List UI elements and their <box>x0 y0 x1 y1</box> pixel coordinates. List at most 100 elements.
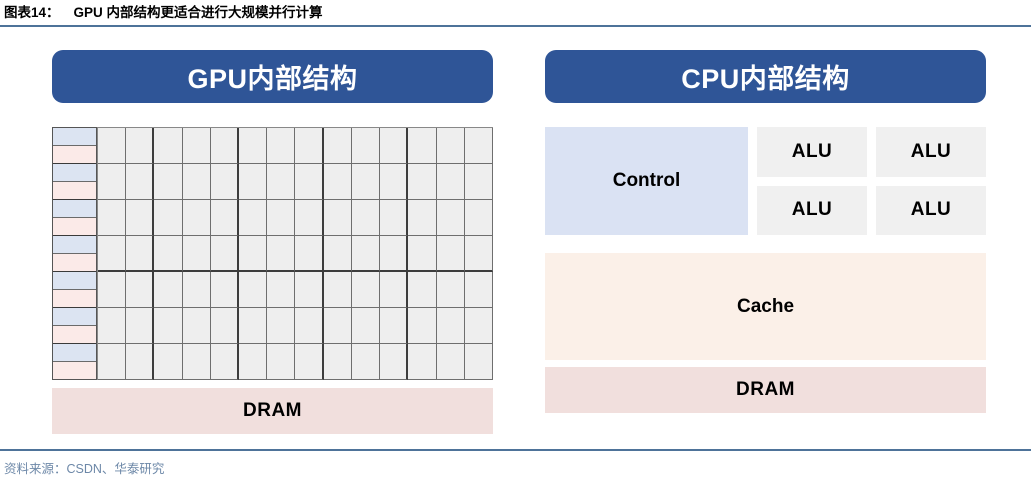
gpu-core-cell <box>210 272 240 308</box>
gpu-core-cell <box>295 164 324 200</box>
gpu-core-cell <box>464 272 493 308</box>
cpu-alu-block: ALU <box>757 127 867 177</box>
source-note: 资料来源：CSDN、华泰研究 <box>4 462 165 476</box>
gpu-stripe-group <box>53 164 96 200</box>
gpu-core-cell <box>210 236 240 272</box>
gpu-core-cell <box>154 236 183 272</box>
gpu-core-cell <box>295 200 324 236</box>
gpu-core-cell <box>126 164 155 200</box>
gpu-core-cell <box>464 128 493 164</box>
gpu-core-cell <box>323 200 352 236</box>
figure-number: 图表14： <box>4 5 60 20</box>
gpu-core-cell <box>351 236 381 272</box>
cpu-cache-block: Cache <box>545 253 986 360</box>
gpu-core-cell <box>154 128 183 164</box>
gpu-core-cell <box>239 344 268 380</box>
gpu-core-cell <box>239 200 268 236</box>
gpu-core-cell <box>380 164 409 200</box>
gpu-core-cell <box>267 344 296 380</box>
gpu-core-cell <box>408 272 437 308</box>
gpu-header-bar: GPU内部结构 <box>52 50 493 103</box>
gpu-core-cell <box>408 200 437 236</box>
gpu-core-cell <box>126 344 155 380</box>
gpu-stripe-blue <box>53 200 96 218</box>
gpu-stripe-group <box>53 236 96 272</box>
gpu-core-cell <box>436 200 465 236</box>
gpu-core-cell <box>295 128 324 164</box>
gpu-core-cell <box>210 308 240 344</box>
gpu-core-cell <box>98 272 127 308</box>
gpu-stripe-pink <box>53 218 96 235</box>
gpu-core-cell <box>295 308 324 344</box>
gpu-core-cell <box>154 164 183 200</box>
gpu-core-cell <box>464 308 493 344</box>
gpu-stripe-group <box>53 308 96 344</box>
gpu-core-cell <box>182 200 211 236</box>
gpu-core-cell <box>154 308 183 344</box>
gpu-core-cell <box>154 200 183 236</box>
gpu-core-cell <box>323 164 352 200</box>
gpu-core-cell <box>267 236 296 272</box>
gpu-stripe-blue <box>53 272 96 290</box>
gpu-stripe-pink <box>53 326 96 343</box>
gpu-panel: GPU内部结构 DRAM <box>52 50 493 434</box>
cpu-alu-block: ALU <box>876 127 986 177</box>
gpu-core-cell <box>210 128 240 164</box>
gpu-core-cell <box>408 236 437 272</box>
gpu-core-cell <box>267 164 296 200</box>
gpu-core-cell <box>351 308 381 344</box>
gpu-core-cell <box>408 128 437 164</box>
gpu-core-cell <box>154 344 183 380</box>
gpu-core-cell <box>380 128 409 164</box>
gpu-core-cell <box>239 236 268 272</box>
gpu-core-cell <box>380 308 409 344</box>
gpu-core-cell <box>351 128 381 164</box>
gpu-core-cell <box>380 272 409 308</box>
gpu-core-cell <box>98 236 127 272</box>
gpu-stripe-blue <box>53 128 96 146</box>
cpu-cache-label: Cache <box>736 295 795 317</box>
gpu-cell-grid <box>97 127 493 380</box>
gpu-stripe-column <box>52 127 97 380</box>
gpu-core-cell <box>98 200 127 236</box>
gpu-core-cell <box>98 344 127 380</box>
gpu-core-cell <box>267 308 296 344</box>
gpu-stripe-group <box>53 272 96 308</box>
gpu-stripe-pink <box>53 290 96 307</box>
gpu-core-cell <box>210 164 240 200</box>
gpu-core-cell <box>464 200 493 236</box>
gpu-core-cell <box>239 128 268 164</box>
gpu-core-cell <box>436 128 465 164</box>
gpu-core-cell <box>351 272 381 308</box>
gpu-core-cell <box>380 236 409 272</box>
gpu-core-cell <box>408 344 437 380</box>
gpu-core-grid <box>52 127 493 380</box>
gpu-core-cell <box>436 344 465 380</box>
gpu-core-cell <box>98 128 127 164</box>
gpu-core-cell <box>436 272 465 308</box>
gpu-stripe-blue <box>53 344 96 362</box>
gpu-core-cell <box>239 164 268 200</box>
gpu-core-cell <box>295 344 324 380</box>
gpu-stripe-blue <box>53 164 96 182</box>
gpu-stripe-group <box>53 344 96 379</box>
cpu-alu-label: ALU <box>791 140 833 162</box>
gpu-stripe-blue <box>53 308 96 326</box>
gpu-core-cell <box>126 200 155 236</box>
gpu-core-cell <box>98 164 127 200</box>
gpu-stripe-group <box>53 128 96 164</box>
gpu-core-cell <box>239 272 268 308</box>
cpu-alu-label: ALU <box>910 199 952 221</box>
gpu-core-cell <box>126 128 155 164</box>
gpu-header-label: GPU内部结构 <box>187 64 358 94</box>
cpu-alu-block: ALU <box>757 185 867 235</box>
gpu-dram-bar: DRAM <box>52 388 493 434</box>
gpu-core-cell <box>210 200 240 236</box>
gpu-core-cell <box>154 272 183 308</box>
gpu-core-cell <box>126 272 155 308</box>
gpu-stripe-blue <box>53 236 96 254</box>
gpu-stripe-group <box>53 200 96 236</box>
